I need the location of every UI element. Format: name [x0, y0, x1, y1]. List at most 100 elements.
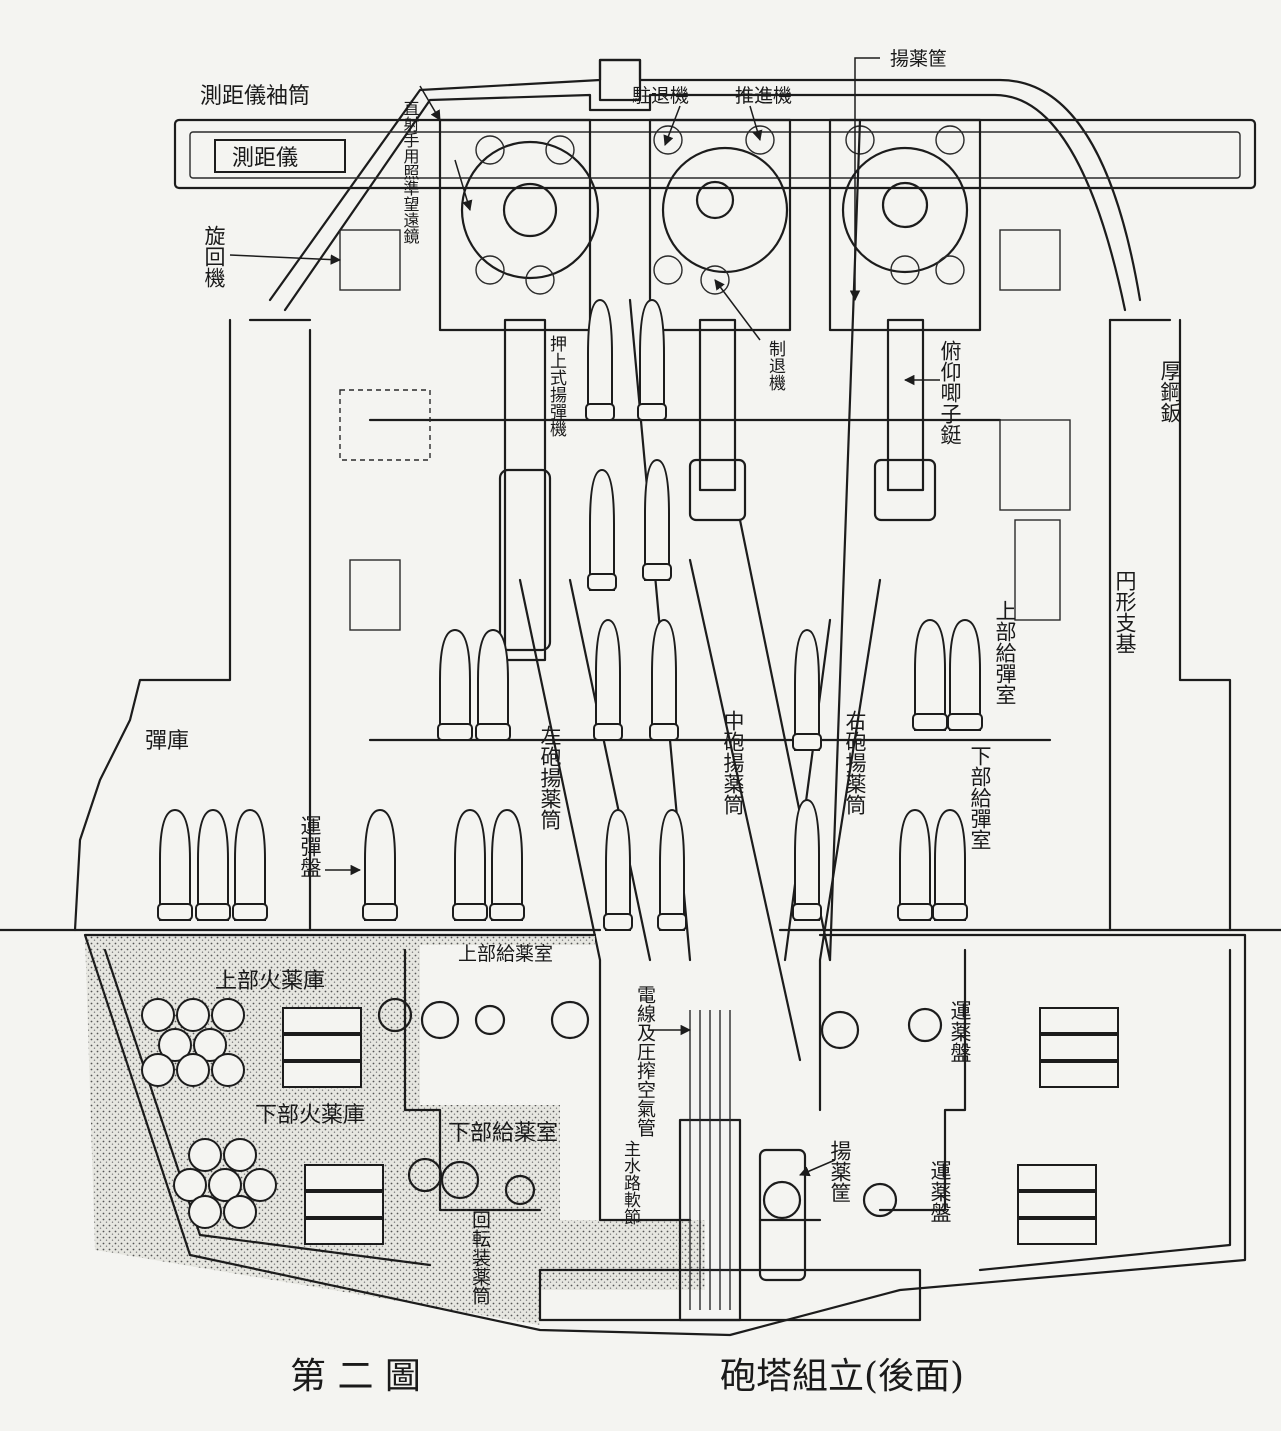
- leader-lines: [229, 57, 940, 1177]
- powder-charge: [1017, 1164, 1097, 1191]
- powder-bag: [193, 1028, 227, 1062]
- shell-band: [157, 903, 193, 921]
- shell: [605, 808, 631, 931]
- shell: [234, 808, 266, 921]
- shell: [644, 458, 670, 581]
- label-center-powder-hoist: 中砲揚薬筒: [721, 710, 745, 815]
- label-lower-magazine: 下部火薬庫: [255, 1103, 365, 1128]
- label-armor-plate: 厚鋼鈑: [1158, 360, 1182, 423]
- powder-bag: [141, 1053, 175, 1087]
- label-lower-shell-room: 下部給彈室: [968, 745, 992, 850]
- shell-band: [932, 903, 968, 921]
- label-powder-tray-upper: 運薬盤: [948, 1000, 972, 1063]
- label-upper-magazine: 上部火薬庫: [215, 969, 325, 994]
- powder-bag: [173, 1168, 207, 1202]
- powder-bag: [141, 998, 175, 1032]
- powder-bag: [158, 1028, 192, 1062]
- label-powder-hoist-cage-top: 揚薬筐: [890, 48, 947, 70]
- powder-charges: [141, 998, 1119, 1245]
- shell: [439, 628, 471, 741]
- powder-charge: [282, 1007, 362, 1034]
- shell: [659, 808, 685, 931]
- main-joint: [678, 1010, 807, 1322]
- label-cable-air: 電線及圧搾空氣管: [634, 985, 656, 1137]
- label-circular-support: 円形支基: [1113, 570, 1137, 654]
- label-run-out-cylinder: 推進機: [735, 85, 792, 107]
- label-recoil-cylinder: 駐退機: [632, 85, 689, 107]
- shell: [934, 808, 966, 921]
- shell: [587, 298, 613, 421]
- gun-right: [828, 118, 982, 522]
- powder-charge: [1039, 1007, 1119, 1034]
- powder-charge: [1039, 1061, 1119, 1088]
- label-upper-shell-room: 上部給彈室: [993, 600, 1017, 705]
- shell-band: [603, 913, 633, 931]
- shell-band: [637, 403, 667, 421]
- shell-band: [947, 713, 983, 731]
- shell-band: [437, 723, 473, 741]
- powder-bag: [176, 998, 210, 1032]
- powder-charge: [1017, 1218, 1097, 1245]
- powder-charge: [304, 1218, 384, 1245]
- powder-bag: [188, 1195, 222, 1229]
- shell: [364, 808, 396, 921]
- label-rammer: 押上式揚彈機: [546, 335, 567, 438]
- shell-band: [585, 403, 615, 421]
- label-left-powder-hoist: 左砲揚薬筒: [538, 725, 562, 830]
- shell: [794, 798, 820, 921]
- label-shell-room: 彈庫: [145, 729, 189, 754]
- shell-band: [587, 573, 617, 591]
- powder-charge: [1039, 1034, 1119, 1061]
- label-lower-handling-room: 下部給薬室: [448, 1121, 558, 1146]
- turret-house: [248, 58, 1172, 322]
- shell-band: [593, 723, 623, 741]
- powder-bag: [208, 1168, 242, 1202]
- shell: [197, 808, 229, 921]
- label-elevating-cylinder: 俯仰唧子鋌: [938, 340, 962, 445]
- label-rangefinder-tube: 測距儀袖筒: [200, 84, 310, 109]
- shell: [159, 808, 191, 921]
- powder-charge: [304, 1164, 384, 1191]
- shell: [794, 628, 820, 751]
- shell-band: [912, 713, 948, 731]
- label-rotating-tube: 回転装薬筒: [469, 1210, 491, 1305]
- powder-bag: [223, 1138, 257, 1172]
- powder-bag: [176, 1053, 210, 1087]
- shell: [914, 618, 946, 731]
- powder-bag: [211, 998, 245, 1032]
- shell-band: [657, 913, 687, 931]
- shell: [899, 808, 931, 921]
- label-shell-tray: 運彈盤: [298, 815, 322, 878]
- gun-left: [438, 118, 600, 662]
- shell-band: [489, 903, 525, 921]
- gun-center: [648, 118, 792, 522]
- powder-trays: [377, 997, 943, 1218]
- shell-band: [232, 903, 268, 921]
- powder-bag: [188, 1138, 222, 1172]
- shell: [949, 618, 981, 731]
- shell-band: [792, 733, 822, 751]
- powder-charge: [1017, 1191, 1097, 1218]
- shell-band: [897, 903, 933, 921]
- label-main-joint: 主水路軟節: [620, 1140, 641, 1225]
- figure-number-caption: 第 二 圖: [290, 1356, 421, 1397]
- hull-lower: [83, 933, 1247, 1337]
- shell-band: [792, 903, 822, 921]
- figure-title-caption: 砲塔組立(後面): [720, 1356, 964, 1397]
- label-right-powder-hoist: 右砲揚薬筒: [843, 710, 867, 815]
- label-direct-sight: 直射手用照準望遠鏡: [401, 100, 420, 245]
- shell: [491, 808, 523, 921]
- label-rangefinder: 測距儀: [232, 146, 298, 171]
- shell-band: [649, 723, 679, 741]
- shell-band: [475, 723, 511, 741]
- shell: [651, 618, 677, 741]
- label-powder-tray-lower: 運薬盤: [928, 1160, 952, 1223]
- powder-bag: [211, 1053, 245, 1087]
- powder-bag: [243, 1168, 277, 1202]
- powder-bag: [223, 1195, 257, 1229]
- shells: [157, 298, 983, 931]
- label-brake: 制退機: [765, 340, 786, 392]
- powder-charge: [304, 1191, 384, 1218]
